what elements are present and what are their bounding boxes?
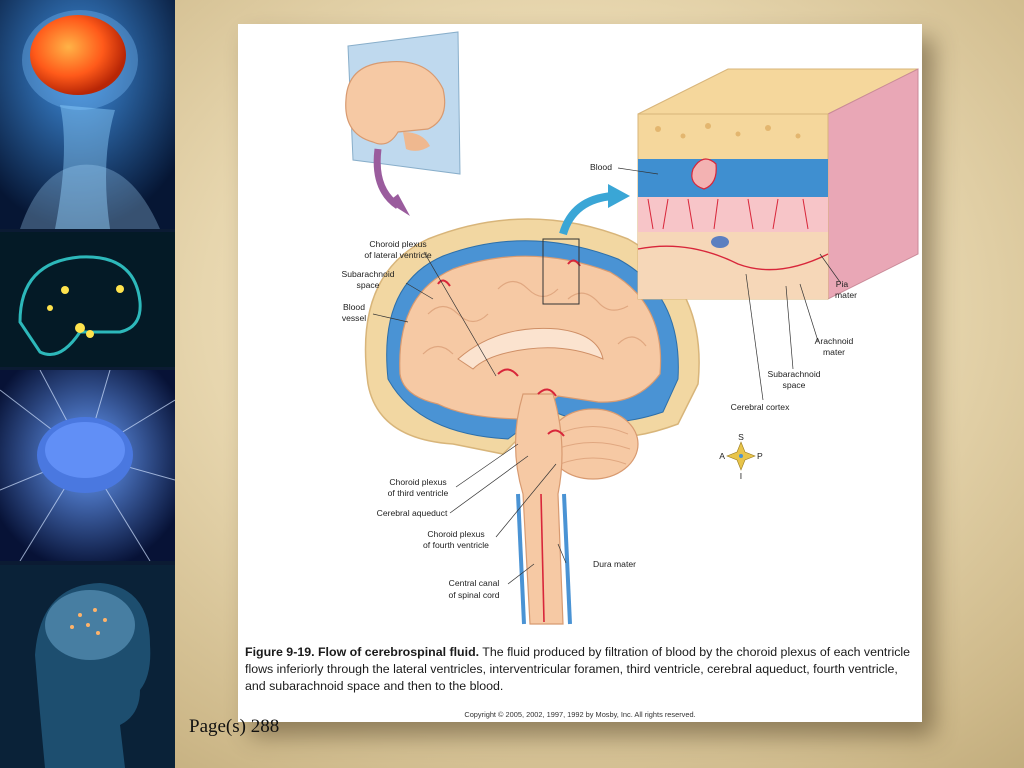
label-subarachnoid-left-1: Subarachnoid xyxy=(341,269,394,279)
spinal-subarachnoid-right xyxy=(562,493,572,625)
label-choroid-plexus-fourth-2: of fourth ventricle xyxy=(423,540,489,550)
brainstem-spinal-cord xyxy=(514,393,564,625)
label-choroid-plexus-lateral-1: Choroid plexus xyxy=(369,239,426,249)
figure-caption: Figure 9-19. Flow of cerebrospinal fluid… xyxy=(245,644,921,695)
cerebellum-folia xyxy=(555,426,631,465)
label-subarachnoid-left-2: space xyxy=(357,280,380,290)
figure-card: Choroid plexus of lateral ventricle Suba… xyxy=(238,24,922,722)
block-blood-layer xyxy=(638,159,828,197)
label-choroid-plexus-fourth-1: Choroid plexus xyxy=(427,529,484,539)
block-blood-vessel xyxy=(711,236,729,248)
label-cerebral-cortex: Cerebral cortex xyxy=(731,402,790,412)
purple-arrowhead xyxy=(388,194,410,216)
thumb-transparent-head-brain xyxy=(0,565,175,768)
label-cerebral-aqueduct: Cerebral aqueduct xyxy=(377,508,448,518)
pia-line xyxy=(637,245,829,271)
compass-anterior: A xyxy=(719,451,725,461)
spinal-subarachnoid-left xyxy=(516,493,526,625)
zoom-box xyxy=(542,238,580,305)
blue-arrowhead xyxy=(608,184,630,208)
thumb-radiating-brain xyxy=(0,370,175,561)
label-blood-vessel-2: vessel xyxy=(342,313,366,323)
label-pia-mater-1: Pia xyxy=(836,279,849,289)
label-subarachnoid-right-2: space xyxy=(783,380,806,390)
thumb-glowing-brain-skeleton xyxy=(0,0,175,229)
label-subarachnoid-right-1: Subarachnoid xyxy=(767,369,820,379)
orientation-compass: S A P I xyxy=(719,432,763,481)
label-blood: Blood xyxy=(590,162,612,172)
lateral-ventricle xyxy=(457,327,604,370)
label-central-canal-2: of spinal cord xyxy=(448,590,499,600)
label-arachnoid-mater-1: Arachnoid xyxy=(815,336,854,346)
label-blood-vessel-1: Blood xyxy=(343,302,365,312)
label-pia-mater-2: mater xyxy=(835,290,857,300)
thumb-neural-lights-brain xyxy=(0,232,175,367)
bone-texture xyxy=(655,123,801,139)
caption-title: Figure 9-19. Flow of cerebrospinal fluid… xyxy=(245,645,480,659)
arachnoid-villus xyxy=(691,158,717,190)
central-canal-line xyxy=(540,493,545,623)
inset-cerebellum xyxy=(403,132,430,151)
compass-inferior: I xyxy=(740,471,742,481)
compass-posterior: P xyxy=(757,451,763,461)
label-arachnoid-mater-2: mater xyxy=(823,347,845,357)
arachnoid-trabeculae xyxy=(647,198,809,230)
label-choroid-plexus-lateral-2: of lateral ventricle xyxy=(364,250,432,260)
caption-body: The fluid produced by filtration of bloo… xyxy=(245,645,911,693)
gyri-lines xyxy=(422,280,647,355)
label-dura-mater: Dura mater xyxy=(593,559,636,569)
label-choroid-plexus-third-1: Choroid plexus xyxy=(389,477,446,487)
label-central-canal-1: Central canal xyxy=(449,578,500,588)
inset-brain xyxy=(345,60,446,145)
label-choroid-plexus-third-2: of third ventricle xyxy=(388,488,449,498)
copyright-notice: Copyright © 2005, 2002, 1997, 1992 by Mo… xyxy=(464,710,696,719)
leader-lines xyxy=(372,167,841,585)
left-image-strip xyxy=(0,0,175,768)
compass-superior: S xyxy=(738,432,744,442)
page-reference: Page(s) 288 xyxy=(189,716,280,737)
csf-flow-diagram: Choroid plexus of lateral ventricle Suba… xyxy=(341,31,919,625)
blue-arrow xyxy=(559,192,614,236)
block-arachnoid-layer xyxy=(638,197,828,232)
